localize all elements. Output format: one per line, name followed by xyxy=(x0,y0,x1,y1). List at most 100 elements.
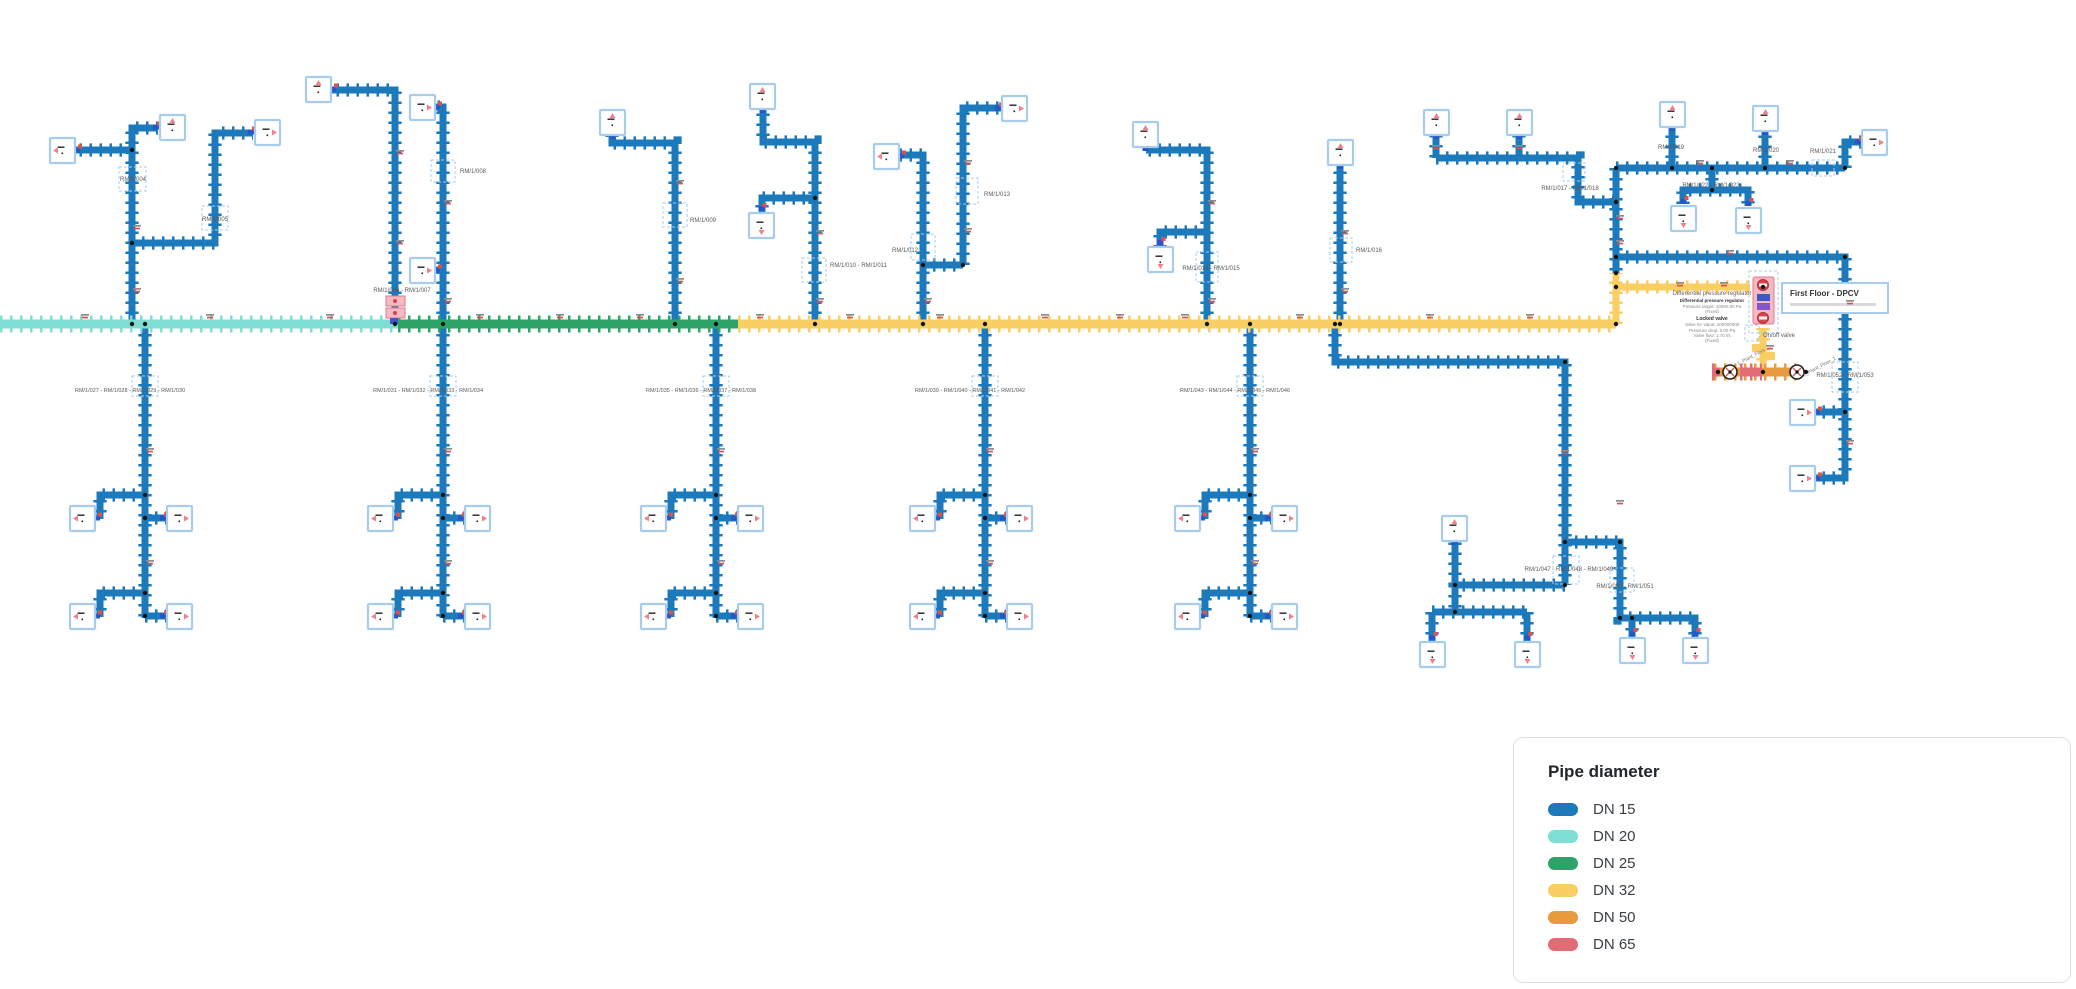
radiator-box[interactable] xyxy=(598,108,627,137)
radiator-box[interactable] xyxy=(1146,245,1175,274)
pipe[interactable] xyxy=(936,589,985,617)
radiator-box[interactable] xyxy=(1326,138,1355,167)
radiator-box[interactable] xyxy=(1788,398,1817,427)
radiator-box[interactable] xyxy=(1418,640,1447,669)
pipe-micro-label xyxy=(717,448,725,450)
pipe[interactable] xyxy=(1331,324,1569,585)
radiator-box[interactable] xyxy=(1173,602,1202,631)
pipe[interactable] xyxy=(96,589,145,617)
radiator-glyph xyxy=(81,618,84,621)
pipe[interactable] xyxy=(608,135,679,324)
valve-fitting-icon xyxy=(665,613,671,619)
radiator-box[interactable] xyxy=(1681,636,1710,665)
radiator-box[interactable] xyxy=(463,504,492,533)
radiator-box[interactable] xyxy=(1788,464,1817,493)
pipe[interactable] xyxy=(667,491,716,519)
radiator-box[interactable] xyxy=(1505,108,1534,137)
pipe[interactable] xyxy=(132,129,253,247)
radiator-glyph xyxy=(266,134,269,137)
pipe[interactable] xyxy=(897,151,927,324)
radiator-box[interactable] xyxy=(736,602,765,631)
component-label: RM/1/008 xyxy=(460,169,487,175)
radiator-box[interactable] xyxy=(1131,120,1160,149)
radiator-box[interactable] xyxy=(158,113,187,142)
radiator-box[interactable] xyxy=(1000,94,1029,123)
radiator-box[interactable] xyxy=(639,504,668,533)
radiator-box[interactable] xyxy=(408,93,437,122)
radiator-box[interactable] xyxy=(1440,514,1469,543)
pipe[interactable] xyxy=(436,103,447,324)
radiator-box[interactable] xyxy=(1860,128,1889,157)
radiator-glyph xyxy=(756,221,764,223)
radiator-box[interactable] xyxy=(736,504,765,533)
radiator-box[interactable] xyxy=(1173,504,1202,533)
component-label: Differential pressure regulator xyxy=(1673,291,1752,297)
radiator-box[interactable] xyxy=(68,602,97,631)
pipe[interactable] xyxy=(758,194,815,212)
pipe[interactable] xyxy=(332,86,399,324)
radiator-box[interactable] xyxy=(748,82,777,111)
dpcv-fitting-purple xyxy=(1757,303,1770,310)
radiator-box[interactable] xyxy=(908,602,937,631)
radiator-box[interactable] xyxy=(1005,602,1034,631)
pipe-micro-label xyxy=(986,448,994,450)
radiator-box[interactable] xyxy=(253,118,282,147)
radiator-box[interactable] xyxy=(747,211,776,240)
pipe[interactable] xyxy=(1616,253,1849,482)
pipe[interactable] xyxy=(394,589,443,617)
pipe[interactable] xyxy=(1436,154,1616,206)
radiator-box[interactable] xyxy=(68,504,97,533)
pipe-micro-label xyxy=(445,202,451,205)
radiator-glyph xyxy=(921,618,924,621)
radiator-glyph xyxy=(648,612,656,614)
radiator-box[interactable] xyxy=(1270,504,1299,533)
component-label: Pressure drop: 0.00 Pa xyxy=(1689,328,1736,333)
radiator-box[interactable] xyxy=(639,602,668,631)
radiator-box[interactable] xyxy=(1005,504,1034,533)
pipe[interactable] xyxy=(936,491,985,519)
pipe[interactable] xyxy=(959,104,1002,265)
radiator-box[interactable] xyxy=(908,504,937,533)
junction-node xyxy=(1452,582,1458,588)
radiator-box[interactable] xyxy=(366,504,395,533)
radiator-box[interactable] xyxy=(165,504,194,533)
radiator-box[interactable] xyxy=(1513,640,1542,669)
pipe[interactable] xyxy=(1679,186,1752,206)
radiator-box[interactable] xyxy=(408,256,437,285)
pipe[interactable] xyxy=(1201,589,1250,617)
radiator-box[interactable] xyxy=(165,602,194,631)
radiator-box[interactable] xyxy=(304,75,333,104)
radiator-box[interactable] xyxy=(1618,636,1647,665)
pipe[interactable] xyxy=(1201,491,1250,519)
pipe-micro-label xyxy=(1616,215,1624,217)
radiator-glyph xyxy=(917,514,925,516)
radiator-box[interactable] xyxy=(48,136,77,165)
radiator-box[interactable] xyxy=(1734,206,1763,235)
valve-fitting-icon xyxy=(1696,628,1701,632)
pipe[interactable] xyxy=(1841,138,1861,168)
radiator-box[interactable] xyxy=(1658,100,1687,129)
pipe[interactable] xyxy=(128,124,158,324)
radiator-box[interactable] xyxy=(1270,602,1299,631)
pipe[interactable] xyxy=(394,491,443,519)
pipe[interactable] xyxy=(1156,228,1207,246)
junction-node xyxy=(1247,515,1253,521)
junction-node xyxy=(713,492,719,498)
radiator-box[interactable] xyxy=(1751,104,1780,133)
pipe-micro-label xyxy=(1296,314,1304,316)
pipe[interactable] xyxy=(667,589,716,617)
pipe[interactable] xyxy=(1146,146,1211,324)
component-label: (Fixed) xyxy=(1705,309,1720,314)
radiator-box[interactable] xyxy=(872,142,901,171)
radiator-box[interactable] xyxy=(1422,108,1451,137)
radiator-box[interactable] xyxy=(366,602,395,631)
radiator-box[interactable] xyxy=(463,602,492,631)
pipe[interactable] xyxy=(759,110,819,324)
component-label: On/off valve xyxy=(1763,333,1796,339)
pipe-micro-label xyxy=(444,560,452,562)
radiator-box[interactable] xyxy=(1669,204,1698,233)
pipe[interactable] xyxy=(96,491,145,519)
pipe-micro-label xyxy=(445,562,451,565)
